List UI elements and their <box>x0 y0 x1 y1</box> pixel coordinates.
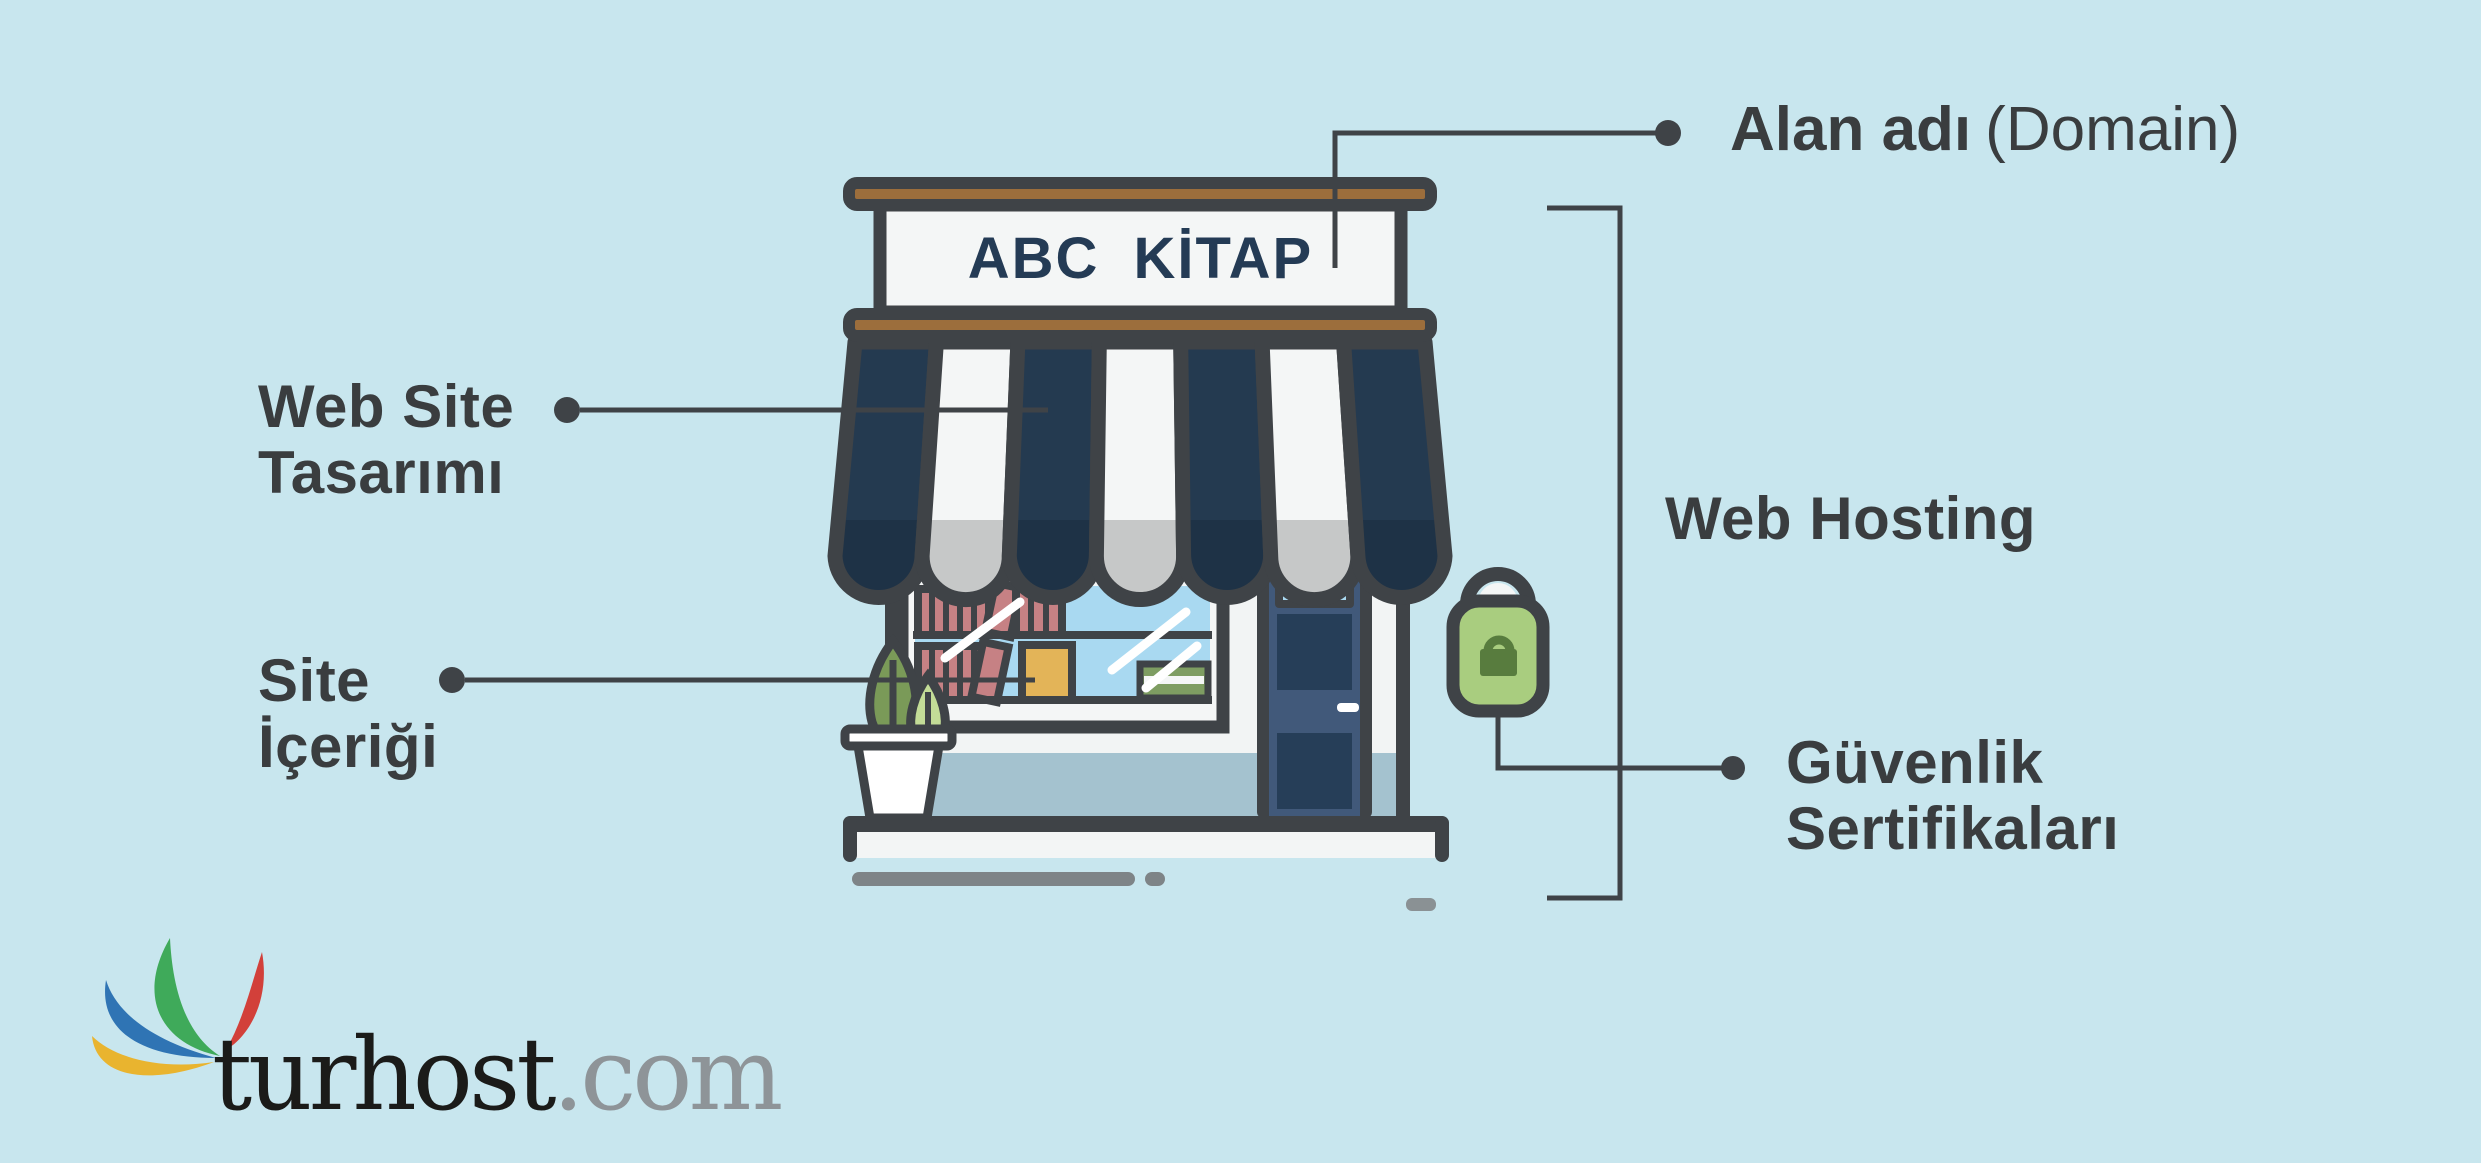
sign-and-roof <box>843 177 1437 342</box>
lock-glyph-shackle <box>1483 635 1515 652</box>
leader-dot-site-content <box>439 667 465 693</box>
logo-petal-blue <box>105 980 216 1058</box>
leader-line-ssl <box>1495 711 1722 771</box>
window-glare <box>940 597 1202 693</box>
ground-shadow <box>852 872 1436 911</box>
hosting-bracket <box>1547 205 1623 901</box>
base-slab <box>846 830 1436 858</box>
label-domain-bold: Alan adı <box>1730 95 1972 164</box>
leader-line-domain <box>1332 130 1657 268</box>
logo-petal-red <box>226 952 264 1050</box>
label-web-design: Web Site Tasarımı <box>258 373 515 506</box>
logo-petal-green <box>154 938 220 1056</box>
leader-lines <box>465 130 1722 901</box>
shop-base <box>843 816 1449 862</box>
label-web-hosting: Web Hosting <box>1665 485 2037 552</box>
ssl-lock-icon <box>1446 567 1550 718</box>
door-panel-top <box>1277 614 1352 690</box>
label-domain: Alan adı(Domain) <box>1730 95 2240 165</box>
leader-dot-ssl <box>1721 756 1745 780</box>
yellow-book <box>1018 641 1076 704</box>
shop-sign-text: ABC KİTAP <box>967 226 1314 291</box>
roof-bar-top <box>843 177 1437 211</box>
roof-bar-bottom <box>843 308 1437 342</box>
base-bar <box>843 816 1449 832</box>
lock-glyph-body <box>1480 649 1517 676</box>
label-site-content: Site İçeriği <box>258 647 439 780</box>
turhost-logo-icon <box>92 938 264 1076</box>
leader-dots <box>439 120 1745 780</box>
label-ssl: Güvenlik Sertifikaları <box>1786 729 2120 862</box>
label-domain-regular: (Domain) <box>1985 95 2241 164</box>
potted-plant <box>840 633 957 823</box>
awning <box>827 334 1453 608</box>
turhost-brand: turhost <box>212 1016 557 1133</box>
pot-body <box>852 741 945 823</box>
door-panel-bottom <box>1277 733 1352 809</box>
shelf-board-top <box>913 631 1212 639</box>
logo-petal-yellow <box>92 1036 214 1076</box>
turhost-tld: .com <box>552 1016 784 1133</box>
shop-door <box>1257 559 1372 818</box>
turhost-wordmark: turhost.com <box>212 1016 784 1133</box>
shelf-board-bottom <box>913 696 1212 704</box>
leader-dot-web-design <box>554 397 580 423</box>
leader-dot-domain <box>1655 120 1681 146</box>
door-handle <box>1337 703 1359 712</box>
